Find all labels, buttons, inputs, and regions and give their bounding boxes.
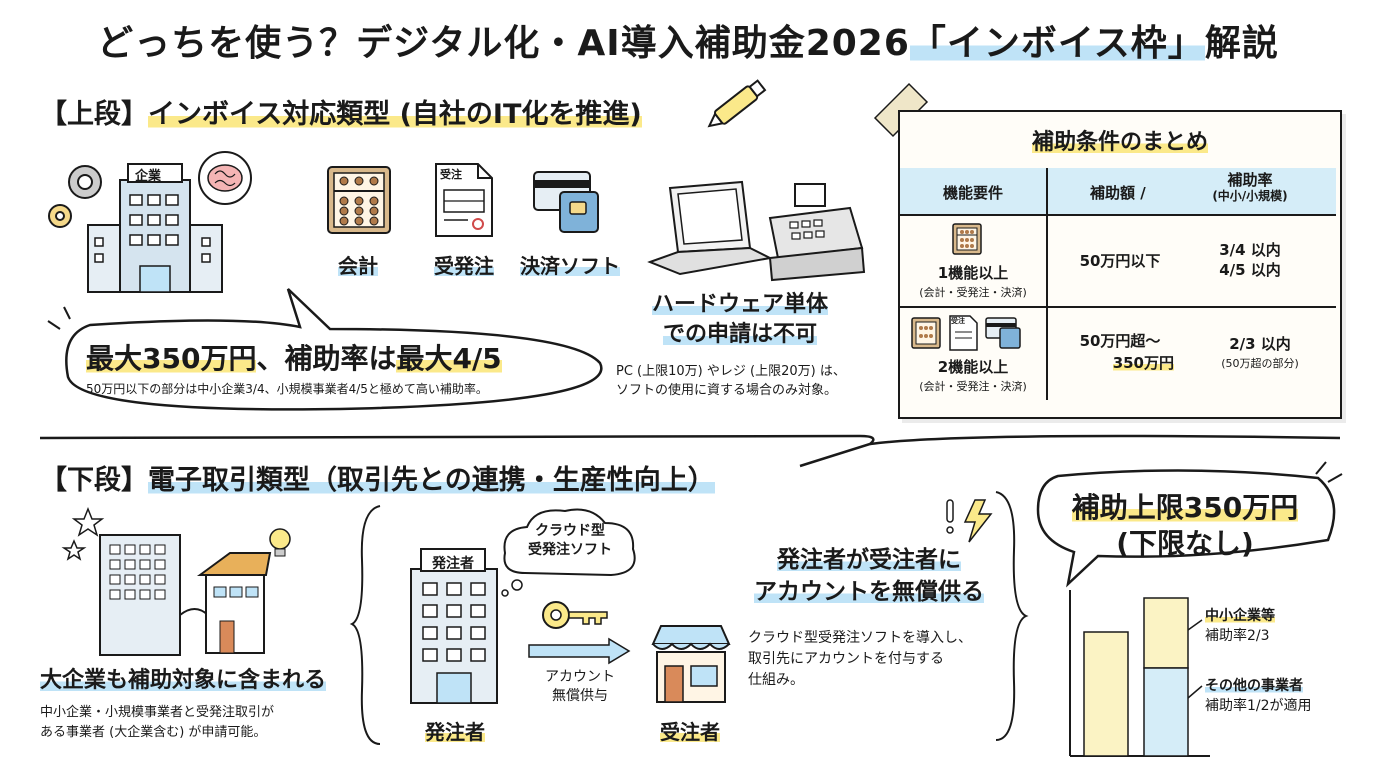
cash-register-icon <box>768 183 866 282</box>
software-label-orders: 受発注 <box>434 254 494 278</box>
cloud-icon <box>501 508 636 597</box>
abacus-icon <box>327 166 391 234</box>
bar-sme <box>1083 631 1129 757</box>
summary-title: 補助条件のまとめ <box>1031 130 1208 155</box>
upper-heading-bracket: 【上段】 <box>40 99 148 130</box>
col-function-header: 機能要件 <box>942 184 1003 202</box>
row2-function-sub: (会計・受発注・決済) <box>919 380 1027 393</box>
row2-doc-text: 受注 <box>951 317 965 325</box>
lightning-icon <box>946 499 993 543</box>
star-icon <box>61 506 105 561</box>
arrow-icon <box>528 637 631 665</box>
free-account-note: クラウド型受発注ソフトを導入し、 取引先にアカウントを付与する 仕組み。 <box>748 630 972 688</box>
limit-text: 補助上限350万円 (下限なし) <box>1071 491 1299 560</box>
brace-left <box>349 505 381 745</box>
brace-right <box>995 491 1029 741</box>
upper-heading: 【上段】インボイス対応類型 (自社のIT化を推進) <box>40 92 642 131</box>
lower-heading: 【下段】電子取引類型（取引先との連携・生産性向上） <box>40 458 715 497</box>
orderer-sign: 発注者 <box>432 556 474 572</box>
bar-other-lower <box>1143 667 1189 757</box>
hardware-note: PC (上限10万) やレジ (上限20万) は、 ソフトの使用に資する場合のみ… <box>616 364 846 398</box>
order-document-icon <box>435 163 493 237</box>
key-icon <box>542 601 608 629</box>
row1-function-sub: (会計・受発注・決済) <box>919 286 1027 299</box>
rate-bars <box>1069 590 1210 757</box>
section-divider <box>39 434 1341 468</box>
light-bulb-icon <box>269 528 291 557</box>
row1-function: 1機能以上 <box>937 264 1009 282</box>
software-label-accounting: 会計 <box>338 254 378 278</box>
gear-icon <box>48 165 102 228</box>
title-highlight: 「インボイス枠」 <box>909 23 1205 64</box>
abacus-icon <box>911 317 941 349</box>
laptop-register-illustration <box>647 180 866 282</box>
laptop-icon <box>647 180 774 276</box>
page-title: どっちを使う？デジタル化・AI導入補助金2026「インボイス枠」解説 <box>0 14 1376 66</box>
row2-icons <box>911 315 1021 351</box>
row2-function: 2機能以上 <box>937 358 1009 376</box>
upper-bubble-sub: 50万円以下の部分は中小企業3/4、小規模事業者4/5と極めて高い補助率。 <box>86 382 488 396</box>
payment-card-icon <box>985 317 1021 349</box>
bar-label-sme: 中小企業等 補助率2/3 <box>1205 608 1275 644</box>
row1-rate: 3/4 以内 4/5 以内 <box>1219 241 1281 279</box>
row2-rate: 2/3 以内 (50万超の部分) <box>1221 335 1299 370</box>
table-divider-vertical <box>1046 168 1048 400</box>
lower-heading-text: 電子取引類型（取引先との連携・生産性向上） <box>148 465 715 496</box>
upper-speech-bubble <box>47 288 603 411</box>
upper-bubble-main: 最大350万円、補助率は最大4/5 <box>86 342 502 375</box>
orderer-building-icon <box>410 548 498 704</box>
abacus-icon <box>952 223 982 255</box>
marker-pen-icon <box>707 79 767 128</box>
company-sign: 企業 <box>134 169 161 184</box>
table-divider-1 <box>900 214 1336 216</box>
table-divider-2 <box>900 306 1336 308</box>
free-account-title: 発注者が受注者に アカウントを無償供る <box>754 547 984 605</box>
row2-amount: 50万円超〜 350万円 <box>1079 332 1174 372</box>
hardware-title: ハードウェア単体 での申請は不可 <box>651 292 828 347</box>
company-illustration <box>48 151 252 293</box>
software-label-payment: 決済ソフト <box>520 254 620 278</box>
cloud-text: クラウド型 受発注ソフト <box>528 523 612 558</box>
bar-label-other: その他の事業者 補助率1/2が適用 <box>1205 678 1312 714</box>
receiver-label: 受注者 <box>660 720 720 744</box>
payment-card-icon <box>533 171 599 233</box>
orderer-label: 発注者 <box>425 720 485 744</box>
title-post: 解説 <box>1204 23 1279 64</box>
col-rate-header: 補助率 (中小/小規模) <box>1212 171 1288 203</box>
title-pre: どっちを使う？デジタル化・AI導入補助金2026 <box>97 23 910 64</box>
summary-table-header <box>900 168 1336 214</box>
account-text: アカウント 無償供与 <box>545 669 615 704</box>
bar-other-upper <box>1143 597 1189 669</box>
house-icon <box>196 552 272 654</box>
brain-icon <box>198 151 252 205</box>
large-company-title: 大企業も補助対象に含まれる <box>40 668 327 693</box>
lower-heading-bracket: 【下段】 <box>40 465 148 496</box>
large-company-illustration <box>61 506 291 656</box>
order-document-text: 受注 <box>440 168 462 181</box>
upper-heading-text: インボイス対応類型 (自社のIT化を推進) <box>148 99 642 130</box>
shop-icon <box>651 625 731 703</box>
row1-amount: 50万円以下 <box>1079 252 1161 270</box>
order-document-icon <box>949 315 978 351</box>
col-amount-header: 補助額 / <box>1090 184 1146 202</box>
large-company-note: 中小企業・小規模事業者と受発注取引が ある事業者 (大企業含む) が申請可能。 <box>40 705 275 740</box>
